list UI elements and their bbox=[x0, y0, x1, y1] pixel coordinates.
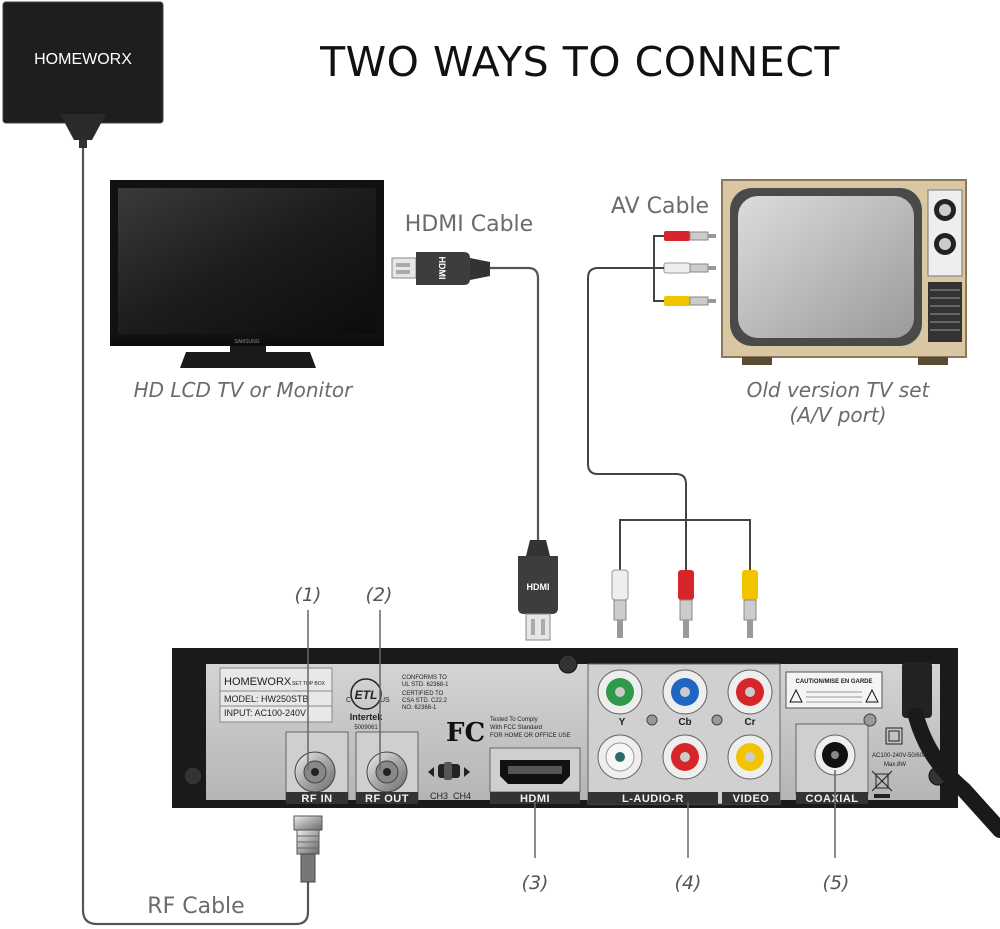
antenna-brand: HOMEWORX bbox=[34, 51, 132, 68]
hdmi-logo-top: HDMI bbox=[437, 257, 447, 280]
stb-input: INPUT: AC100-240V bbox=[224, 708, 306, 718]
rf-out-label: RF OUT bbox=[365, 793, 409, 805]
av-cable-label: AV Cable bbox=[611, 194, 709, 219]
hd-tv-stand bbox=[180, 352, 316, 368]
etl-c: C bbox=[346, 697, 351, 704]
callout-lines bbox=[307, 610, 836, 858]
hdmi-plug-top bbox=[416, 252, 470, 285]
coaxial-label: COAXIAL bbox=[806, 793, 859, 805]
cr-label: Cr bbox=[744, 717, 755, 728]
stb-brand: HOMEWORX bbox=[224, 676, 292, 688]
y-label: Y bbox=[619, 717, 626, 728]
hdmi-plug-tip-bottom bbox=[525, 613, 551, 641]
ch3-label: CH3 bbox=[430, 791, 448, 801]
av-plug-yellow-bottom bbox=[742, 570, 758, 638]
conforms-line: CONFORMS TO bbox=[402, 675, 447, 681]
power-rating-line: Max.8W bbox=[884, 762, 906, 768]
audio-label: L-AUDIO-R bbox=[622, 793, 684, 805]
conforms-line: CERTIFIED TO bbox=[402, 691, 444, 697]
hdmi-port-label: HDMI bbox=[520, 793, 550, 805]
fcc-logo: FC bbox=[446, 718, 485, 748]
old-tv-speaker bbox=[928, 282, 962, 342]
hdmi-logo-bottom: HDMI bbox=[527, 582, 550, 592]
channel-switch: CH3 CH4 bbox=[428, 762, 471, 801]
set-top-box: HOMEWORX SET TOP BOX MODEL: HW250STB INP… bbox=[172, 648, 1000, 838]
antenna-base bbox=[60, 114, 106, 140]
caution-text: CAUTION/MISE EN GARDE bbox=[795, 679, 872, 685]
cb-label: Cb bbox=[678, 717, 691, 728]
stb-label-sticker bbox=[219, 667, 333, 723]
page-title: TWO WAYS TO CONNECT bbox=[319, 38, 840, 86]
fcc-mark: FC Tested To Comply With FCC Standard FO… bbox=[446, 717, 571, 748]
old-tv-caption-line1: Old version TV set bbox=[747, 378, 931, 402]
av-cable bbox=[587, 231, 758, 638]
coaxial-port: COAXIAL bbox=[795, 723, 869, 805]
callout-2: (2) bbox=[366, 584, 393, 606]
fcc-text-line: FOR HOME OR OFFICE USE bbox=[490, 733, 571, 739]
hd-tv: SAMSUNG bbox=[110, 180, 384, 368]
rf-in-label: RF IN bbox=[301, 793, 332, 805]
ch4-label: CH4 bbox=[453, 791, 471, 801]
stb-model: MODEL: HW250STB bbox=[224, 694, 309, 704]
old-tv bbox=[721, 179, 967, 365]
caution-sticker: CAUTION/MISE EN GARDE bbox=[785, 671, 883, 709]
av-plug-white-top bbox=[663, 262, 716, 274]
av-plug-red-bottom bbox=[678, 570, 694, 638]
power-rating-line: AC100-240V-50/60Hz bbox=[872, 753, 930, 759]
av-plug-red-top bbox=[664, 231, 716, 241]
stb-type: SET TOP BOX bbox=[292, 681, 326, 687]
hdmi-cable: HDMI HDMI bbox=[391, 252, 558, 641]
video-label: VIDEO bbox=[733, 793, 770, 805]
av-plug-white-bottom bbox=[611, 569, 629, 638]
rf-out-port bbox=[366, 751, 408, 793]
callout-4: (4) bbox=[675, 872, 702, 894]
intertek-number: 5009061 bbox=[354, 725, 378, 731]
fcc-text-line: With FCC Standard bbox=[490, 725, 542, 731]
callout-3: (3) bbox=[522, 872, 549, 894]
conforms-line: CSA STD. C22.2 bbox=[402, 698, 448, 704]
power-cord bbox=[902, 662, 1000, 838]
fcc-text-line: Tested To Comply bbox=[490, 717, 538, 723]
rf-cable-label: RF Cable bbox=[147, 894, 244, 919]
old-tv-screen bbox=[738, 196, 914, 338]
antenna: HOMEWORX bbox=[2, 1, 164, 148]
hd-tv-screen bbox=[118, 188, 376, 334]
hd-tv-brand: SAMSUNG bbox=[234, 339, 259, 345]
hdmi-plug-bottom bbox=[518, 556, 558, 614]
rf-cable bbox=[81, 148, 310, 926]
conformity-text: CONFORMS TO UL STD. 62368-1 CERTIFIED TO… bbox=[402, 675, 449, 711]
old-tv-caption-line2: (A/V port) bbox=[789, 403, 886, 427]
antenna-panel bbox=[3, 2, 163, 123]
av-plug-yellow-top bbox=[664, 296, 716, 306]
etl-us: US bbox=[380, 697, 390, 704]
power-rating: AC100-240V-50/60Hz Max.8W bbox=[871, 727, 930, 798]
rf-in-port bbox=[294, 751, 336, 793]
conforms-line: NO. 62368-1 bbox=[402, 705, 437, 711]
f-connector bbox=[293, 815, 323, 883]
etl-text: ETL bbox=[355, 688, 378, 702]
weee-bin-icon bbox=[871, 770, 893, 798]
conforms-line: UL STD. 62368-1 bbox=[402, 682, 449, 688]
hdmi-plug-tip-top bbox=[391, 257, 417, 279]
hd-tv-caption: HD LCD TV or Monitor bbox=[134, 378, 355, 402]
etl-mark: ETL C US Intertek 5009061 bbox=[346, 678, 390, 731]
component-av-ports: Y Cb Cr L-AUDIO-R VIDEO bbox=[587, 663, 781, 805]
callout-1: (1) bbox=[295, 584, 322, 606]
callout-5: (5) bbox=[823, 872, 850, 894]
hdmi-port: HDMI bbox=[489, 747, 581, 805]
intertek-text: Intertek bbox=[350, 712, 384, 722]
hdmi-cable-label: HDMI Cable bbox=[405, 212, 533, 237]
